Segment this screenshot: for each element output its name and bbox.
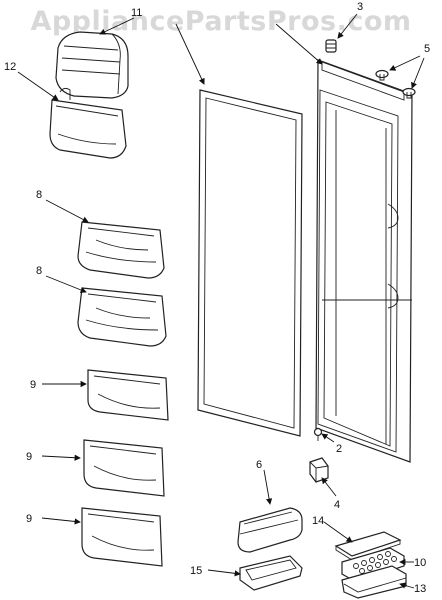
callout-2: 2 xyxy=(336,443,342,455)
door-stop-part xyxy=(309,457,329,483)
callout-14: 14 xyxy=(312,515,324,527)
callout-5: 5 xyxy=(424,43,430,55)
watermark-text: AppliancePartsPros.com xyxy=(30,6,412,37)
callout-15: 15 xyxy=(190,565,202,577)
callout-9-first: 9 xyxy=(30,379,36,391)
callout-12: 12 xyxy=(4,61,16,73)
hinge-pin-part xyxy=(325,39,337,53)
door-gasket-part xyxy=(197,89,303,437)
callout-4: 4 xyxy=(334,499,340,511)
callout-8-upper: 8 xyxy=(36,189,42,201)
dairy-cover-part xyxy=(55,31,129,99)
door-bin-part-upper xyxy=(77,221,165,279)
refrigerator-door-part xyxy=(315,59,413,463)
callout-6: 6 xyxy=(256,459,262,471)
door-shelf-part-1 xyxy=(87,369,169,421)
callout-8-lower: 8 xyxy=(36,265,42,277)
egg-tray-part xyxy=(341,547,405,583)
door-shelf-part-2 xyxy=(83,439,165,497)
callout-9-third: 9 xyxy=(26,513,32,525)
door-shelf-part-3 xyxy=(81,507,163,567)
dairy-bin-part xyxy=(49,87,127,159)
leader-lines xyxy=(17,13,425,589)
callout-3: 3 xyxy=(357,1,363,13)
screw-part xyxy=(313,427,323,441)
callout-10: 10 xyxy=(414,557,426,569)
door-bin-part-lower xyxy=(77,287,167,347)
callout-13: 13 xyxy=(414,583,426,595)
callout-11: 11 xyxy=(131,7,142,19)
plug-part xyxy=(375,69,416,99)
butter-tray-part xyxy=(239,555,303,591)
butter-cover-part xyxy=(237,507,303,553)
callout-9-second: 9 xyxy=(26,451,32,463)
